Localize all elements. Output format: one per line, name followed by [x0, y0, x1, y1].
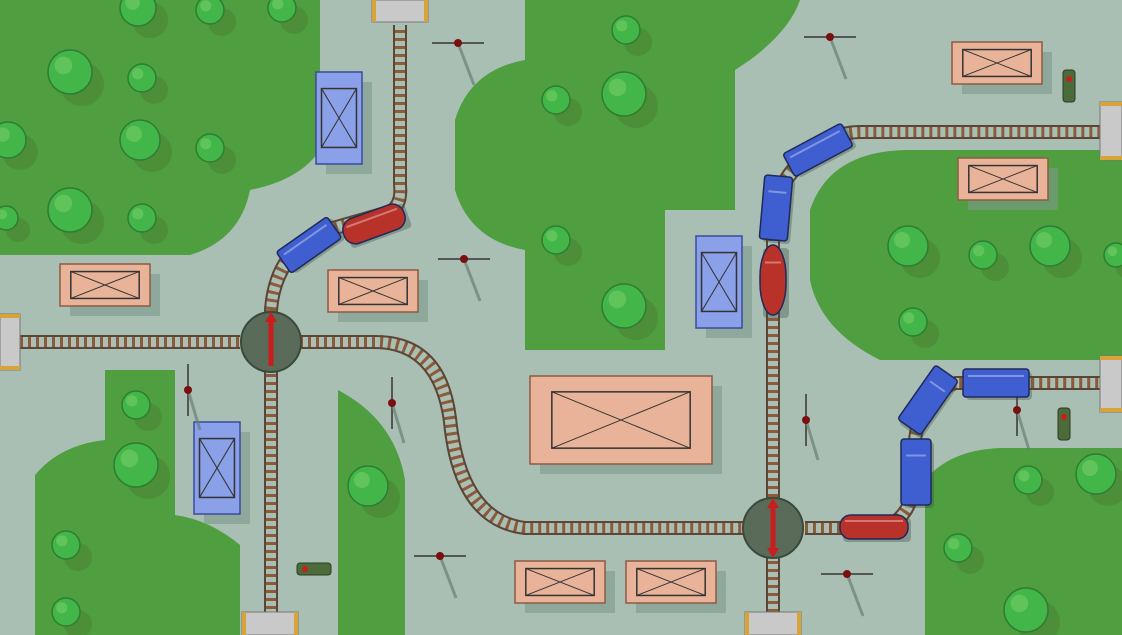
depot — [193, 421, 250, 524]
track-switch[interactable] — [432, 39, 484, 86]
buildings — [59, 41, 1058, 613]
station — [371, 0, 429, 23]
train-engine[interactable] — [339, 200, 412, 250]
tree — [943, 533, 984, 574]
station — [1099, 355, 1122, 413]
turntable-left[interactable] — [240, 311, 302, 373]
depot — [695, 235, 752, 338]
track-switches[interactable] — [184, 33, 1031, 617]
station — [0, 313, 21, 371]
station — [241, 611, 299, 635]
track-switch[interactable] — [804, 33, 856, 80]
track-switch[interactable] — [184, 364, 202, 431]
tree — [541, 85, 582, 126]
signals — [296, 69, 1076, 576]
signal-bottom-left — [296, 562, 332, 576]
grass-bump — [455, 60, 525, 250]
train-car[interactable] — [896, 365, 961, 439]
tree — [968, 240, 1009, 281]
grass-bottom-left — [35, 370, 240, 635]
grass-top-center — [525, 0, 800, 350]
warehouse — [529, 375, 722, 474]
tree — [47, 49, 104, 106]
tree — [195, 133, 236, 174]
track-switch[interactable] — [438, 255, 490, 302]
train-engine[interactable] — [839, 514, 911, 542]
tree — [51, 597, 92, 635]
tree — [0, 121, 38, 170]
tree — [601, 283, 658, 340]
warehouse — [327, 269, 428, 322]
tree — [1103, 242, 1122, 278]
tree — [347, 465, 400, 518]
tree — [51, 530, 92, 571]
trains[interactable] — [276, 122, 1032, 542]
tree — [119, 0, 168, 38]
tree — [113, 442, 170, 499]
station — [1099, 101, 1122, 161]
tree — [541, 225, 582, 266]
tree — [0, 205, 30, 242]
tree — [127, 63, 168, 104]
warehouse — [59, 263, 160, 316]
track-switch[interactable] — [802, 394, 820, 461]
tree — [611, 15, 652, 56]
warehouse — [514, 560, 615, 613]
tree — [601, 71, 658, 128]
station — [744, 611, 802, 635]
warehouse — [625, 560, 726, 613]
signal-mid-right — [1057, 407, 1071, 441]
tree — [1029, 225, 1082, 278]
grass-bottom-right — [925, 448, 1122, 635]
tree — [267, 0, 308, 34]
signal-top-right — [1062, 69, 1076, 103]
train-car[interactable] — [783, 122, 858, 180]
warehouse — [951, 41, 1052, 94]
tree — [119, 119, 172, 172]
warehouse — [957, 157, 1058, 210]
train-engine[interactable] — [759, 244, 789, 318]
tree — [47, 187, 104, 244]
train-car[interactable] — [276, 215, 346, 276]
train-car[interactable] — [900, 438, 934, 508]
depot — [315, 71, 372, 174]
train-car[interactable] — [758, 174, 796, 245]
tree — [1013, 465, 1054, 506]
tree — [1003, 587, 1060, 635]
tree — [887, 225, 940, 278]
tree — [127, 203, 168, 244]
tree — [1075, 453, 1122, 506]
train-car[interactable] — [962, 368, 1032, 400]
turntable-right[interactable] — [742, 497, 804, 559]
track-switch[interactable] — [821, 570, 873, 617]
tree — [195, 0, 236, 36]
track-switch[interactable] — [388, 377, 406, 444]
track-switch[interactable] — [414, 552, 466, 599]
tree — [121, 390, 162, 431]
tree — [898, 307, 939, 348]
